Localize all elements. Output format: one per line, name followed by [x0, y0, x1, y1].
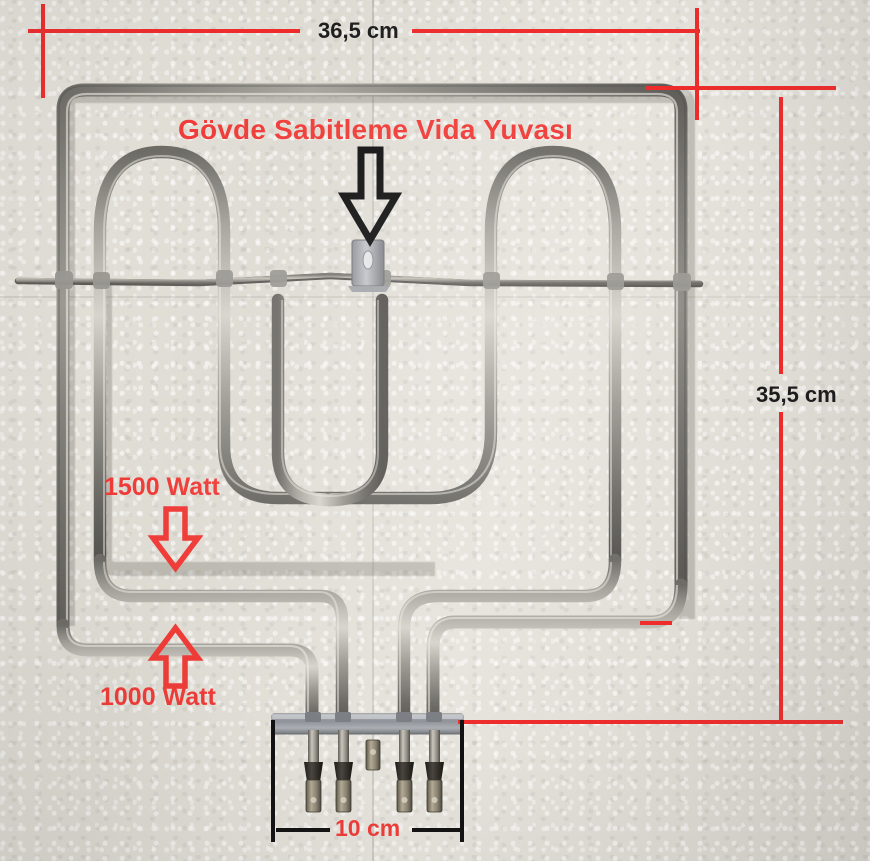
- terminal-block: [271, 712, 464, 813]
- outer-heating-loop: [56, 83, 688, 632]
- terminal-pin: [425, 730, 444, 813]
- bracket-down-arrow-icon: [337, 146, 403, 247]
- background-seam-vertical: [372, 0, 374, 861]
- terminal-dimension-label: 10 cm: [335, 815, 401, 841]
- terminal-pin: [395, 730, 414, 813]
- terminal-pin: [334, 730, 353, 813]
- height-dimension-label: 35,5 cm: [756, 382, 837, 407]
- inner-heating-loop: [93, 145, 622, 567]
- lower-power-label: 1000 Watt: [100, 683, 216, 711]
- terminal-pin: [304, 730, 323, 813]
- upper-power-label: 1500 Watt: [104, 473, 220, 501]
- lower-power-up-arrow-icon: [147, 623, 204, 689]
- width-dimension-label: 36,5 cm: [318, 18, 399, 43]
- mounting-bracket: [348, 239, 390, 292]
- inner-loop-returns: [93, 553, 622, 735]
- outer-loop-right-return: [426, 578, 688, 735]
- support-wire: [14, 270, 704, 291]
- bracket-label: Gövde Sabitleme Vida Yuvası: [178, 114, 573, 145]
- upper-power-down-arrow-icon: [147, 506, 204, 573]
- center-mounting-tab: [365, 739, 381, 771]
- outer-loop-left-return: [56, 618, 319, 735]
- background-seam-horizontal: [0, 296, 870, 298]
